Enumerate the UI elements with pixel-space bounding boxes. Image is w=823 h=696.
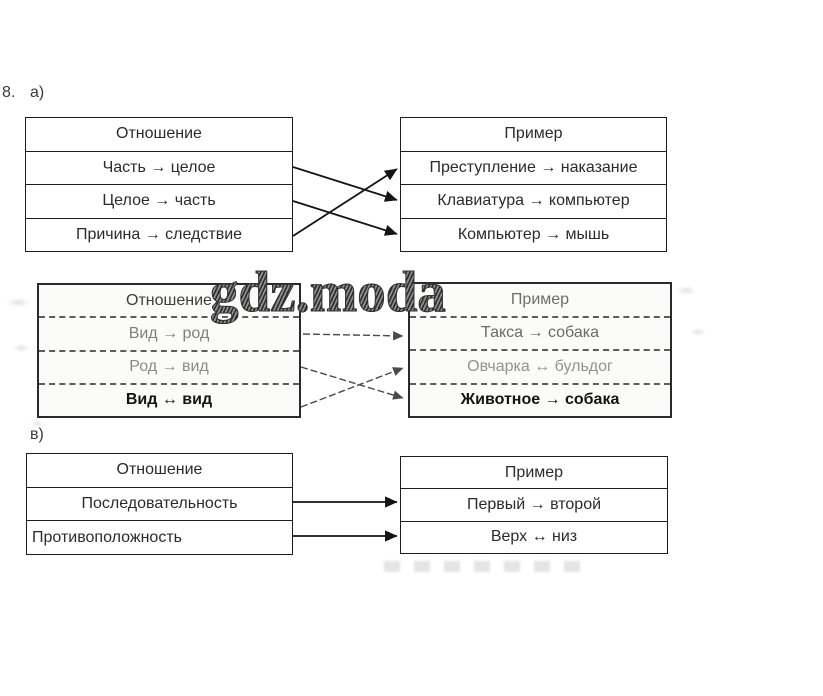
table-row: Компьютер → мышь: [401, 217, 666, 252]
scan-noise: [690, 328, 706, 336]
table-row: Верх ↔ низ: [401, 520, 667, 553]
section-a-label: а): [30, 84, 45, 101]
section-v-example-table: Пример Первый → второй Верх ↔ низ: [400, 456, 668, 554]
watermark: gdz.moda: [210, 261, 447, 324]
table-row: Последовательность: [27, 486, 292, 521]
table-header: Отношение: [116, 125, 202, 143]
section-v-label: в): [30, 426, 44, 443]
table-row: Род → вид: [39, 349, 299, 383]
section-a-example-table: Пример Преступление → наказание Клавиату…: [400, 117, 667, 252]
table-row: Овчарка ↔ бульдог: [410, 349, 670, 383]
scan-noise: [384, 561, 584, 572]
table-row: Животное → собака: [410, 382, 670, 417]
section-a-relation-table: Отношение Часть → целое Целое → часть Пр…: [25, 117, 293, 252]
table-row: Преступление → наказание: [401, 150, 666, 185]
table-row: Причина → следствие: [26, 217, 292, 252]
table-header: Пример: [510, 290, 570, 308]
scan-noise: [30, 420, 44, 427]
section-b-arrows: [300, 331, 404, 408]
table-row: Целое → часть: [26, 184, 292, 218]
table-header: Пример: [504, 463, 564, 481]
table-row: Такса → собака: [410, 315, 670, 350]
scan-noise: [6, 298, 30, 307]
table-row: Вид ↔ вид: [39, 382, 299, 416]
scan-noise: [676, 286, 696, 295]
table-row: Часть → целое: [26, 150, 292, 185]
table-row: Клавиатура → компьютер: [401, 184, 666, 218]
table-row: Первый → второй: [401, 488, 667, 520]
scan-noise: [12, 344, 30, 352]
section-b-relation-table: Отношение Вид → род Род → вид Вид ↔ вид: [37, 283, 301, 418]
section-b-example-table: Пример Такса → собака Овчарка ↔ бульдог …: [408, 282, 672, 418]
section-a-arrows: [292, 166, 398, 237]
table-row: Вид → род: [39, 316, 299, 349]
table-row: Противоположность: [27, 520, 292, 554]
table-header: Пример: [504, 125, 563, 143]
table-header: Отношение: [116, 461, 203, 479]
exercise-number: 8.: [2, 84, 16, 101]
section-v-relation-table: Отношение Последовательность Противополо…: [26, 453, 293, 555]
section-v-arrows: [293, 496, 398, 542]
table-header: Отношение: [126, 291, 212, 309]
